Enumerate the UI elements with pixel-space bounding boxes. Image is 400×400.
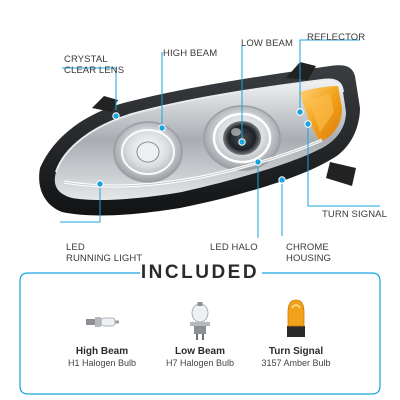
bulb-caption-high-beam: High Beam H1 Halogen Bulb	[47, 346, 157, 369]
bulb-title: Low Beam	[174, 346, 225, 357]
callout-text: RUNNING LIGHT	[66, 253, 143, 264]
callout-high-beam: HIGH BEAM	[163, 48, 217, 59]
callout-led-running-light: LED RUNNING LIGHT	[66, 242, 142, 264]
bulb-title: High Beam	[75, 346, 129, 357]
bulb-title: Turn Signal	[268, 346, 324, 357]
callout-turn-signal: TURN SIGNAL	[322, 209, 387, 220]
callout-text: LOW BEAM	[241, 38, 294, 49]
high-beam-halo	[121, 129, 175, 175]
included-frame	[19, 272, 381, 395]
callout-line-crystal-lens	[62, 67, 117, 110]
callout-led-halo: LED HALO	[210, 242, 258, 253]
callout-text: HOUSING	[286, 253, 332, 264]
callout-line-reflector	[299, 39, 360, 108]
callout-text: CRYSTAL	[64, 54, 108, 65]
projector-glint	[231, 128, 241, 136]
callout-text: TURN SIGNAL	[322, 209, 387, 220]
high-beam-bulb-cap	[136, 141, 160, 163]
callout-crystal-clear-lens: CRYSTAL CLEAR LENS	[64, 54, 124, 76]
callout-dot-chrome-housing	[278, 176, 286, 184]
callout-low-beam: LOW BEAM	[241, 38, 293, 49]
callout-text: HIGH BEAM	[163, 48, 218, 59]
callout-text: LED	[66, 242, 85, 253]
h1-bulb-icon	[86, 317, 119, 327]
callout-dot-crystal-lens	[112, 112, 120, 120]
bulb-subtitle: 3157 Amber Bulb	[261, 358, 331, 368]
callout-text: REFLECTOR	[307, 32, 366, 43]
callout-lines	[60, 39, 380, 238]
callout-reflector: REFLECTOR	[307, 32, 365, 43]
mounting-tab	[326, 162, 356, 186]
callout-dot-turn-signal	[304, 120, 312, 128]
amber-highlight	[308, 94, 334, 132]
callout-chrome-housing: CHROME HOUSING	[286, 242, 331, 264]
callout-dot-reflector	[296, 108, 304, 116]
bulb-caption-low-beam: Low Beam H7 Halogen Bulb	[145, 346, 255, 369]
callout-text: LED HALO	[210, 242, 258, 253]
callout-text: CLEAR LENS	[64, 65, 125, 76]
callout-dot-low-beam	[238, 138, 246, 146]
mounting-tab	[286, 62, 316, 80]
callout-line-led-running	[60, 188, 101, 223]
amber-bulb-icon	[287, 299, 305, 337]
callout-text: CHROME	[286, 242, 329, 253]
callout-dot-led-halo	[254, 158, 262, 166]
mounting-tab	[92, 96, 118, 112]
bulb-subtitle: H1 Halogen Bulb	[67, 358, 137, 368]
bulb-caption-turn-signal: Turn Signal 3157 Amber Bulb	[241, 346, 351, 369]
bulb-subtitle: H7 Halogen Bulb	[165, 358, 235, 368]
callout-dots	[96, 108, 312, 188]
callout-dot-high-beam	[158, 124, 166, 132]
included-heading: INCLUDED	[140, 262, 260, 283]
h7-bulb-icon	[190, 302, 210, 340]
callout-line-turn-signal	[307, 128, 380, 207]
callout-dot-led-running	[96, 180, 104, 188]
crystal-clear-lens-outline	[55, 78, 344, 173]
